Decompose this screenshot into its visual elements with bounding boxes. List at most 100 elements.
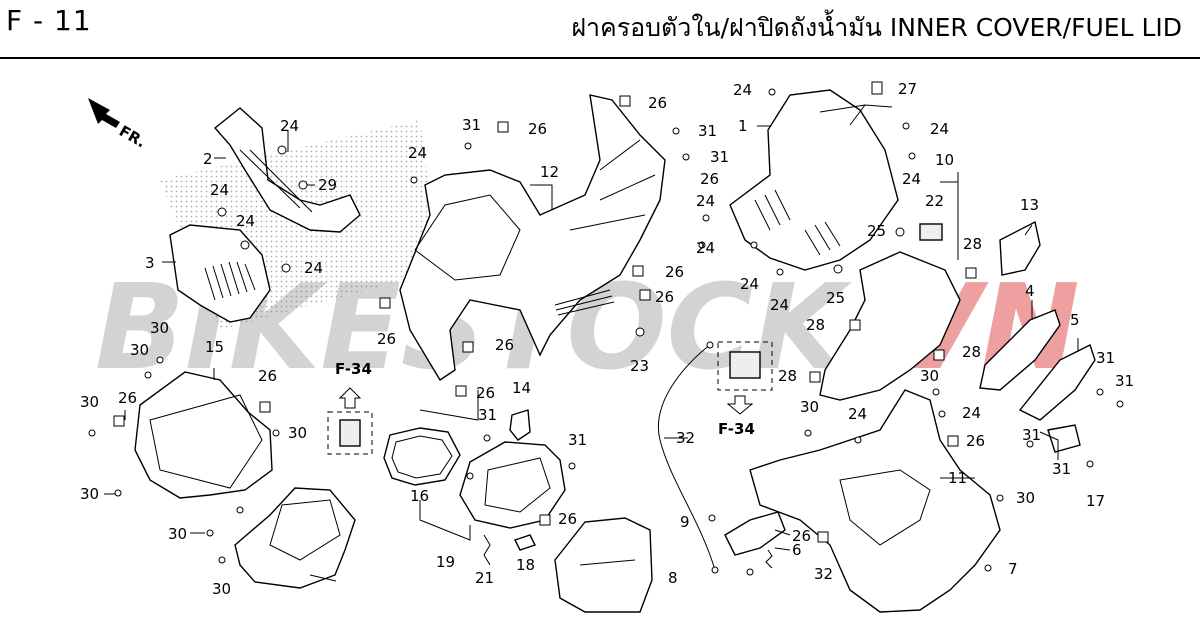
callout: 27	[898, 80, 917, 98]
callout: 26	[118, 389, 137, 407]
callout: 7	[1008, 560, 1018, 578]
callout: 26	[648, 94, 667, 112]
part-20-bracket	[234, 487, 356, 589]
callout: 24	[236, 212, 255, 230]
part-18-fuel-lid	[554, 517, 653, 613]
callout: 11	[948, 469, 967, 487]
callout: 13	[1020, 196, 1039, 214]
diagram-header: F - 11 ฝาครอบตัวใน/ฝาปิดถังน้ำมัน INNER …	[0, 0, 1200, 59]
callout: 17	[1086, 492, 1105, 510]
callout: 3	[145, 254, 155, 272]
callout: 30	[150, 319, 169, 337]
callout: 31	[1022, 426, 1041, 444]
callout: 28	[962, 343, 981, 361]
part-1-vents	[754, 189, 841, 256]
connector-left	[339, 419, 361, 447]
callout: 31	[462, 116, 481, 134]
callout: 19	[436, 553, 455, 571]
callout: 25	[826, 289, 845, 307]
callout: 12	[540, 163, 559, 181]
callout: 4	[1025, 282, 1035, 300]
part-21-pin	[514, 534, 536, 551]
callout: 30	[288, 424, 307, 442]
callout: 26	[700, 170, 719, 188]
callout: 30	[212, 580, 231, 598]
callout: 14	[512, 379, 531, 397]
callout: 23	[630, 357, 649, 375]
leader-lines	[104, 104, 1079, 582]
fasteners	[88, 81, 1124, 576]
callout: 32	[814, 565, 833, 583]
grill-slots	[204, 261, 256, 301]
callout: 24	[740, 275, 759, 293]
callout: 24	[770, 296, 789, 314]
callout: 26	[528, 120, 547, 138]
callout-numbers: 24 2 29 24 24 3 24 30 30 15 26 26 30 30 …	[80, 80, 1134, 598]
callout: 22	[925, 192, 944, 210]
callout: 30	[80, 485, 99, 503]
part-1-upper-cover	[729, 89, 899, 271]
callout: 31	[478, 406, 497, 424]
callout: 26	[476, 384, 495, 402]
part-11-inner-lower-cover	[749, 389, 1001, 613]
callout: 8	[668, 569, 678, 587]
part-8-cable	[658, 344, 716, 571]
callout: 26	[966, 432, 985, 450]
callout: 6	[792, 541, 802, 559]
ref-f34-top: F-34	[335, 360, 372, 378]
callout: 2	[203, 150, 213, 168]
part-12-ribs	[554, 289, 615, 316]
callout: 26	[377, 330, 396, 348]
callout: 28	[778, 367, 797, 385]
callout: 24	[930, 120, 949, 138]
callout: 24	[848, 405, 867, 423]
callout: 32	[676, 429, 695, 447]
callout: 1	[738, 117, 748, 135]
part-14-clip	[509, 409, 531, 441]
callout: 24	[733, 81, 752, 99]
callout: 16	[410, 487, 429, 505]
part-17-gasket	[383, 427, 461, 486]
part-16-fuel-lid-housing	[459, 441, 566, 529]
page-title: ฝาครอบตัวใน/ฝาปิดถังน้ำมัน INNER COVER/F…	[571, 13, 1182, 42]
callout: 24	[280, 117, 299, 135]
callout: 24	[408, 144, 427, 162]
callout: 9	[680, 513, 690, 531]
part-22-emblem	[919, 223, 943, 241]
callout: 31	[1115, 372, 1134, 390]
callout: 21	[475, 569, 494, 587]
front-direction-arrow: FR.	[88, 98, 149, 151]
parts-diagram: BIKESTOCK.VN FR. F-34	[80, 80, 1134, 613]
header-rule	[0, 57, 1200, 59]
callout: 24	[304, 259, 323, 277]
callout: 31	[710, 148, 729, 166]
part-6-lock	[724, 511, 786, 556]
callout: 30	[800, 398, 819, 416]
callout: 31	[1096, 349, 1115, 367]
part-9-spring	[765, 549, 773, 569]
callout: 25	[867, 222, 886, 240]
part-5-side-panel	[1018, 344, 1096, 421]
callout: 26	[495, 336, 514, 354]
callout: 15	[205, 338, 224, 356]
callout: 30	[80, 393, 99, 411]
part-2-bracket	[213, 107, 361, 233]
callout: 29	[318, 176, 337, 194]
page-code: F - 11	[6, 4, 92, 37]
connector-right	[729, 351, 761, 379]
callout: 31	[1052, 460, 1071, 478]
part-19-spring	[483, 534, 491, 566]
callout: 30	[130, 341, 149, 359]
callout: 26	[558, 510, 577, 528]
callout: 24	[210, 181, 229, 199]
callout: 28	[806, 316, 825, 334]
callout: 18	[516, 556, 535, 574]
callout: 24	[902, 170, 921, 188]
callout: 31	[698, 122, 717, 140]
callout: 10	[935, 151, 954, 169]
callout: 26	[258, 367, 277, 385]
part-7-hinge	[1047, 424, 1081, 453]
callout: 24	[696, 239, 715, 257]
part-13-emblem-plate	[999, 220, 1041, 276]
callout: 26	[665, 263, 684, 281]
